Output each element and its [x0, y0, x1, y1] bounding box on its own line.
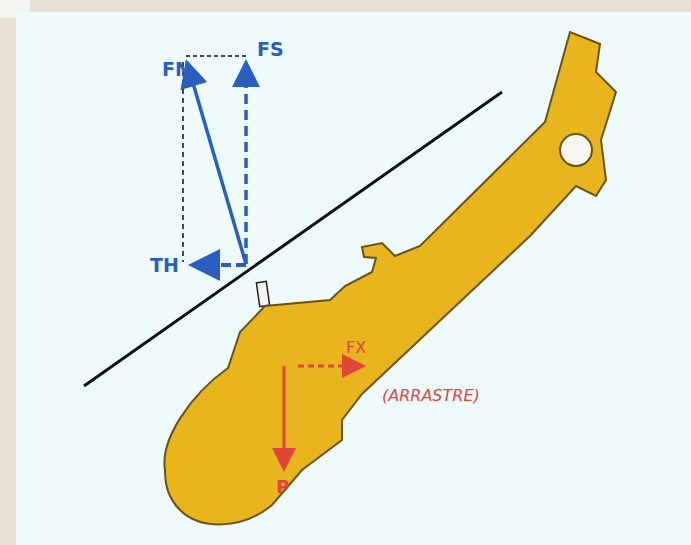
tail-rotor: [560, 134, 592, 166]
force-label: TH: [150, 256, 179, 275]
force-label: FX: [346, 340, 366, 356]
resultant-vector: [188, 66, 246, 264]
lift-vector: [244, 66, 248, 264]
construction-line: [182, 62, 184, 262]
fuselage: [164, 32, 616, 524]
weight-vector: [283, 366, 286, 466]
construction-line: [186, 55, 246, 57]
panel-ground: [16, 12, 691, 545]
force-label: FS: [257, 40, 284, 59]
thrust-vector: [196, 263, 246, 267]
drag-vector: [298, 365, 360, 368]
force-label: P: [276, 478, 289, 496]
drag-note: (ARRASTRE): [382, 388, 480, 404]
rotor-mast: [256, 281, 269, 306]
force-label: FN: [162, 60, 191, 79]
